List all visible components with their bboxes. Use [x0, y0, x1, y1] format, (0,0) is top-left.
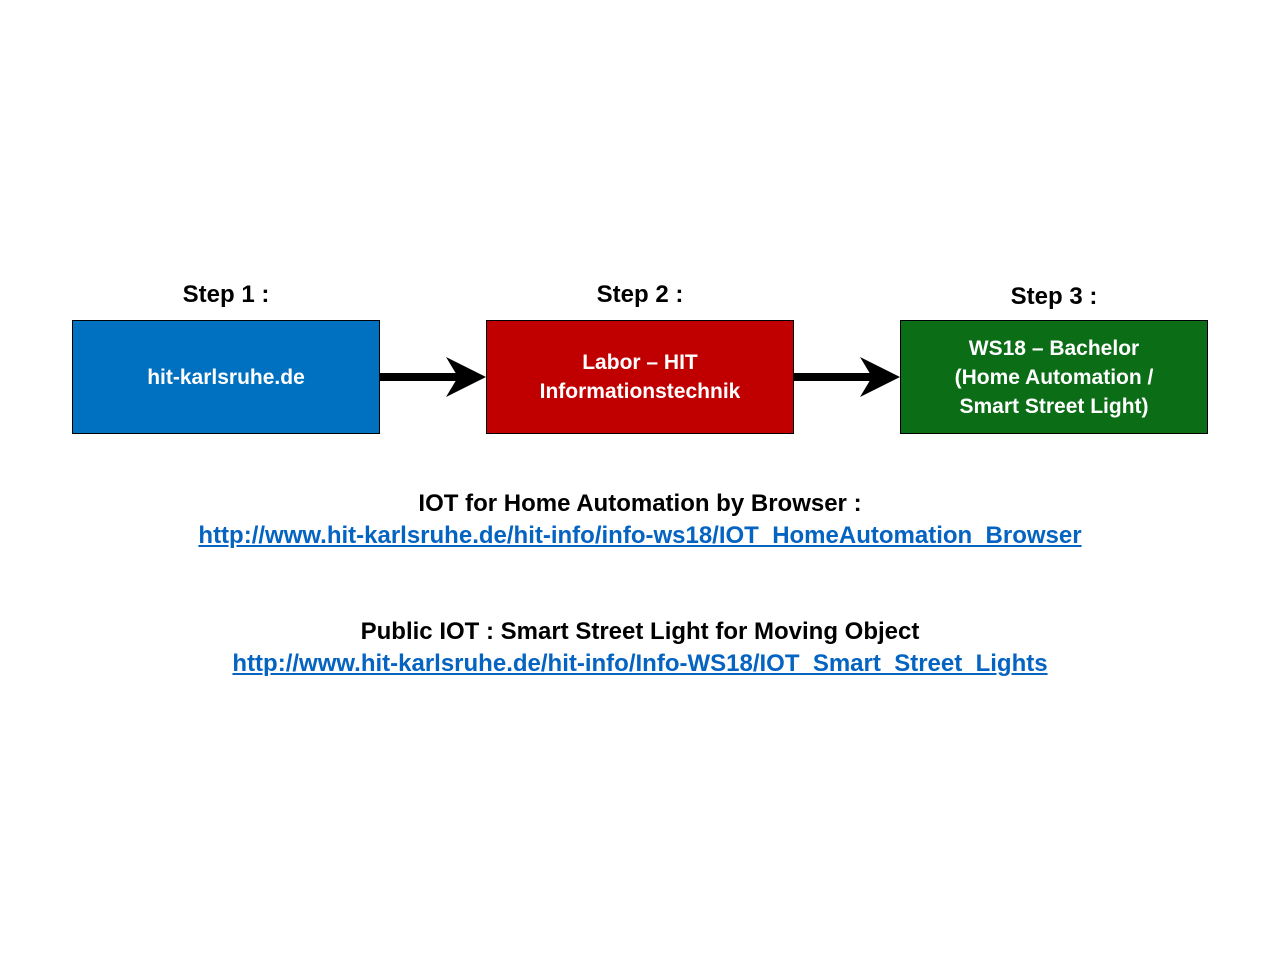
step-3-line-1: WS18 – Bachelor [968, 336, 1140, 360]
step-2-line-1: Labor – HIT [582, 351, 698, 374]
step-2-line-2: Informationstechnik [539, 380, 741, 403]
step-3-text: WS18 – Bachelor (Home Automation / Smart… [955, 334, 1154, 421]
step-1-text: hit-karlsruhe.de [147, 363, 305, 392]
step-3-line-3: Smart Street Light) [959, 394, 1149, 418]
step-3-label: Step 3 : [1010, 283, 1098, 310]
step-3-box: WS18 – Bachelor (Home Automation / Smart… [900, 320, 1208, 434]
step-2-label: Step 2 : [596, 281, 684, 308]
step-3-line-2: (Home Automation / [954, 365, 1154, 389]
step-1-box: hit-karlsruhe.de [72, 320, 380, 434]
arrow-icon [794, 357, 900, 397]
step-1-label: Step 1 : [182, 281, 270, 308]
arrow-icon [380, 357, 486, 397]
step-2-box: Labor – HIT Informationstechnik [486, 320, 794, 434]
step-1-line-1: hit-karlsruhe.de [147, 365, 305, 389]
step-2-text: Labor – HIT Informationstechnik [540, 348, 741, 406]
home-automation-heading: IOT for Home Automation by Browser : [418, 490, 862, 517]
street-light-link-row: http://www.hit-karlsruhe.de/hit-info/Inf… [0, 649, 1280, 679]
home-automation-link[interactable]: http://www.hit-karlsruhe.de/hit-info/inf… [198, 522, 1082, 549]
street-light-heading: Public IOT : Smart Street Light for Movi… [360, 618, 920, 645]
home-automation-link-row: http://www.hit-karlsruhe.de/hit-info/inf… [0, 521, 1280, 551]
street-light-link[interactable]: http://www.hit-karlsruhe.de/hit-info/Inf… [232, 650, 1048, 677]
